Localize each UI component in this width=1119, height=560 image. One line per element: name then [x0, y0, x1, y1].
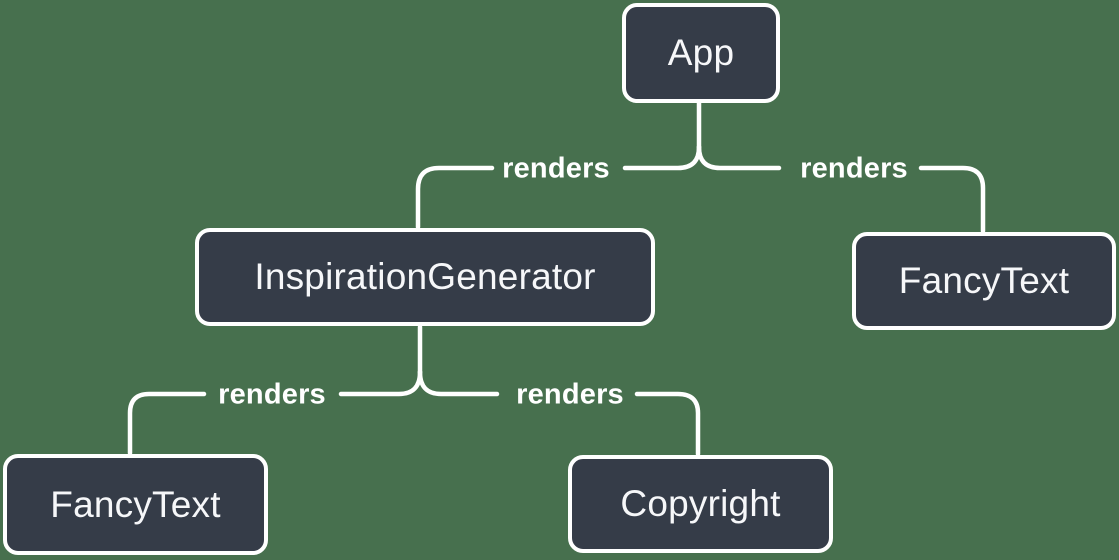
edge-label-renders-inspirationgenerator-fancytext: renders [218, 378, 326, 411]
edge-label-renders-app-inspirationgenerator: renders [502, 152, 610, 185]
edge-app-fancytext [696, 144, 986, 234]
edge-label-renders-app-fancytext: renders [800, 152, 908, 185]
edge-inspirationgenerator-copyright [417, 369, 701, 457]
node-fancy-text-right: FancyText [852, 232, 1116, 330]
node-fancy-text-bottom: FancyText [3, 454, 268, 555]
node-copyright: Copyright [568, 455, 833, 553]
node-inspiration-generator: InspirationGenerator [195, 228, 655, 326]
node-app: App [622, 3, 780, 103]
edge-label-renders-inspirationgenerator-copyright: renders [516, 378, 624, 411]
